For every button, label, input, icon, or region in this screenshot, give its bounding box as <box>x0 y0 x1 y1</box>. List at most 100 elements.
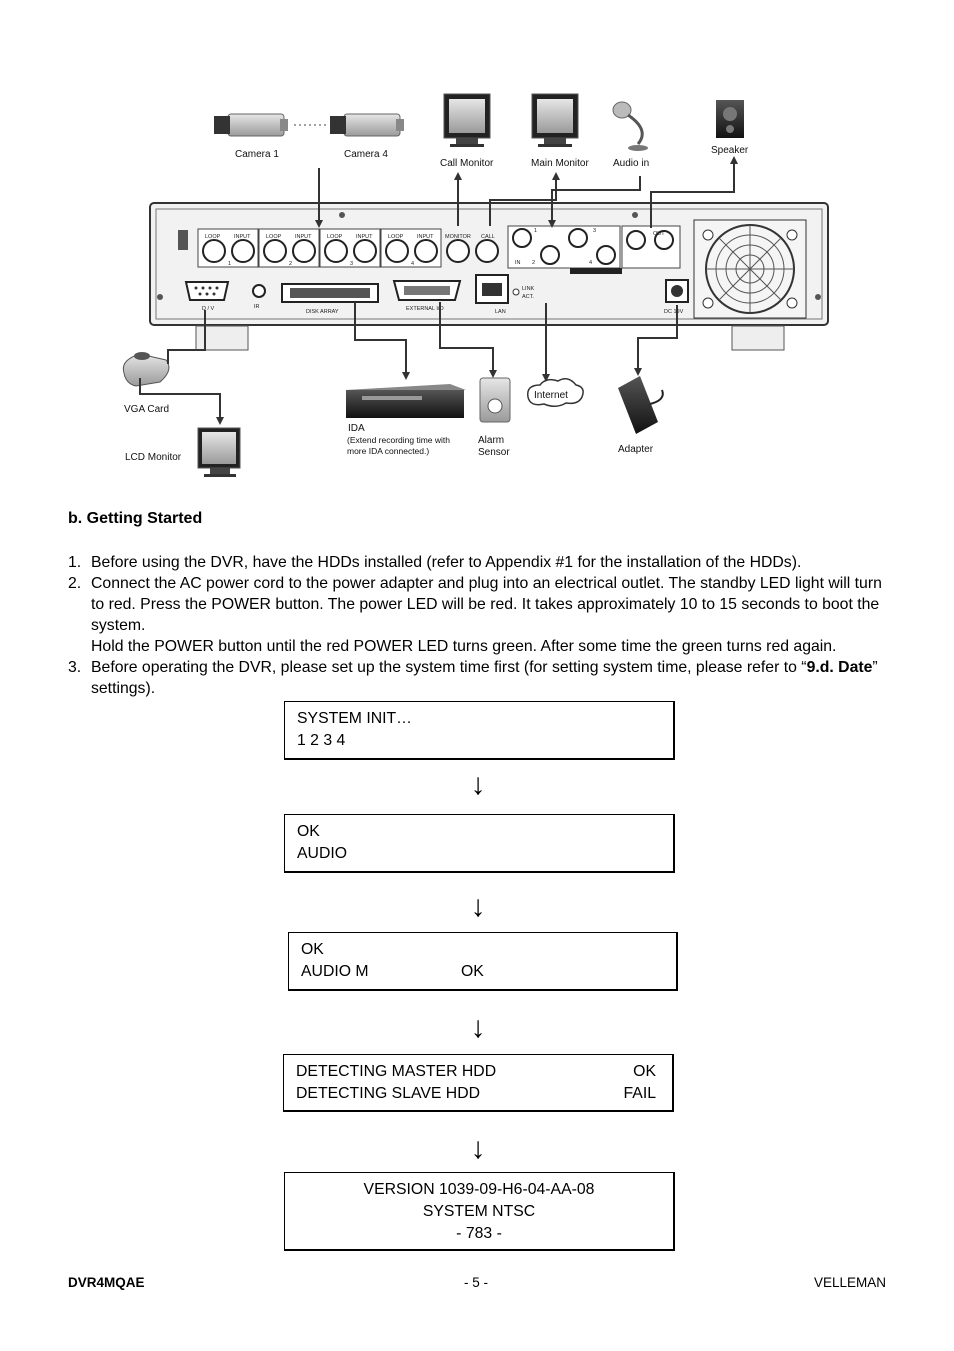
step-text-end: ” settings). <box>91 659 878 697</box>
main-monitor-label: Main Monitor <box>531 158 589 169</box>
svg-text:IN: IN <box>515 260 521 266</box>
screen-cell-left: DETECTING SLAVE HDD <box>296 1085 481 1102</box>
ida-label: IDA <box>348 423 365 434</box>
dvr-back-panel: LOOP INPUT LOOP INPUT LOOP INPUT LOOP IN… <box>149 202 829 351</box>
lcd-monitor-label: LCD Monitor <box>125 452 182 463</box>
svg-text:CALL: CALL <box>481 234 495 240</box>
steps-list: 1. Before using the DVR, have the HDDs i… <box>68 552 890 699</box>
ida-note-2: more IDA connected.) <box>347 446 429 456</box>
svg-text:LAN: LAN <box>495 309 506 315</box>
svg-text:LOOP: LOOP <box>205 234 221 240</box>
ida-note-1: (Extend recording time with <box>347 435 450 445</box>
screen-audio: OK AUDIO <box>284 814 675 873</box>
internet-cloud-icon <box>527 378 584 407</box>
svg-text:MONITOR: MONITOR <box>445 234 471 240</box>
call-monitor-label: Call Monitor <box>440 158 494 169</box>
footer-model: DVR4MQAE <box>68 1275 145 1290</box>
step-text: Before using the DVR, have the HDDs inst… <box>91 554 802 571</box>
screen-row: DETECTING SLAVE HDD FAIL <box>296 1083 656 1105</box>
microphone-icon <box>612 101 648 151</box>
audio-in-label: Audio in <box>613 158 649 169</box>
screen-version: VERSION 1039-09-H6-04-AA-08 SYSTEM NTSC … <box>284 1172 675 1251</box>
step-text: Connect the AC power cord to the power a… <box>91 575 882 634</box>
svg-text:3: 3 <box>350 261 353 267</box>
screen-line: AUDIO <box>297 845 348 862</box>
step-text: Before operating the DVR, please set up … <box>91 659 807 676</box>
svg-text:INPUT: INPUT <box>356 234 373 240</box>
screen-cell-right: FAIL <box>623 1085 657 1102</box>
svg-text:DC 19V: DC 19V <box>664 309 684 315</box>
down-arrow-icon: ↓ <box>470 890 486 923</box>
svg-text:LOOP: LOOP <box>266 234 282 240</box>
footer-page-number: - 5 - <box>464 1275 489 1290</box>
sensor-label: Sensor <box>478 447 510 458</box>
lcd-monitor-icon <box>197 427 241 477</box>
alarm-label: Alarm <box>478 435 504 446</box>
step-number: 3. <box>68 659 82 676</box>
down-arrow-icon: ↓ <box>470 768 486 801</box>
screen-cell-left: AUDIO M <box>301 963 369 980</box>
footer-brand: VELLEMAN <box>813 1275 886 1290</box>
screen-system-init: SYSTEM INIT… 1 2 3 4 <box>284 701 675 760</box>
camera-1-icon <box>214 113 288 137</box>
svg-text:INPUT: INPUT <box>234 234 251 240</box>
svg-text:IR: IR <box>254 304 260 310</box>
svg-text:2: 2 <box>532 260 535 266</box>
svg-text:2: 2 <box>289 261 292 267</box>
step-number: 2. <box>68 575 82 592</box>
screen-line: - 783 - <box>456 1225 502 1242</box>
svg-text:OUT: OUT <box>653 231 665 237</box>
vga-card-icon <box>122 352 170 387</box>
alarm-sensor-icon <box>479 377 511 423</box>
svg-text:DISK ARRAY: DISK ARRAY <box>306 309 339 315</box>
screen-cell-right: OK <box>633 1063 656 1080</box>
power-adapter-icon <box>618 376 664 434</box>
svg-text:D / V: D / V <box>202 306 215 312</box>
call-monitor-icon <box>443 93 491 147</box>
svg-text:LOOP: LOOP <box>388 234 404 240</box>
svg-text:LINK: LINK <box>522 286 535 292</box>
down-arrow-icon: ↓ <box>470 1132 486 1165</box>
step-reference: 9.d. Date <box>806 659 873 676</box>
camera-4-icon <box>330 113 404 137</box>
screen-row: AUDIO M OK <box>301 961 664 983</box>
screen-line: SYSTEM NTSC <box>422 1203 536 1220</box>
svg-text:1: 1 <box>228 261 231 267</box>
main-monitor-icon <box>531 93 579 147</box>
step-item: 2. Connect the AC power cord to the powe… <box>68 573 890 657</box>
svg-text:4: 4 <box>589 260 592 266</box>
screen-line: OK <box>301 941 324 958</box>
screen-row: DETECTING MASTER HDD OK <box>296 1061 656 1083</box>
step-number: 1. <box>68 554 82 571</box>
screen-cell-right: OK <box>461 963 484 980</box>
svg-text:ACT.: ACT. <box>522 294 534 300</box>
camera-1-label: Camera 1 <box>235 149 279 160</box>
screen-line: VERSION 1039-09-H6-04-AA-08 <box>363 1181 595 1198</box>
svg-text:EXTERNAL I/O: EXTERNAL I/O <box>406 306 444 312</box>
screen-line: 1 2 3 4 <box>297 732 346 749</box>
svg-text:INPUT: INPUT <box>295 234 312 240</box>
internet-label: Internet <box>534 390 568 401</box>
svg-text:4: 4 <box>411 261 414 267</box>
screen-audio-ok: OK AUDIO M OK <box>288 932 678 991</box>
adapter-label: Adapter <box>618 444 654 455</box>
svg-text:3: 3 <box>593 228 596 234</box>
svg-text:INPUT: INPUT <box>417 234 434 240</box>
svg-text:LOOP: LOOP <box>327 234 343 240</box>
speaker-label: Speaker <box>711 145 749 156</box>
screen-line: OK <box>297 823 320 840</box>
ida-device-icon <box>346 384 466 418</box>
screen-line: SYSTEM INIT… <box>297 710 412 727</box>
svg-text:1: 1 <box>534 228 537 234</box>
step-item: 1. Before using the DVR, have the HDDs i… <box>68 552 890 573</box>
step-item: 3. Before operating the DVR, please set … <box>68 657 890 699</box>
camera-4-label: Camera 4 <box>344 149 388 160</box>
down-arrow-icon: ↓ <box>470 1011 486 1044</box>
connection-diagram: Camera 1 Camera 4 Call Monitor Main Moni… <box>122 93 829 477</box>
speaker-icon <box>716 100 744 138</box>
screen-cell-left: DETECTING MASTER HDD <box>296 1063 497 1080</box>
connection-arrows <box>139 156 738 425</box>
vga-card-label: VGA Card <box>124 404 169 415</box>
step-text-continued: Hold the POWER button until the red POWE… <box>91 638 837 655</box>
section-heading: b. Getting Started <box>68 510 203 527</box>
